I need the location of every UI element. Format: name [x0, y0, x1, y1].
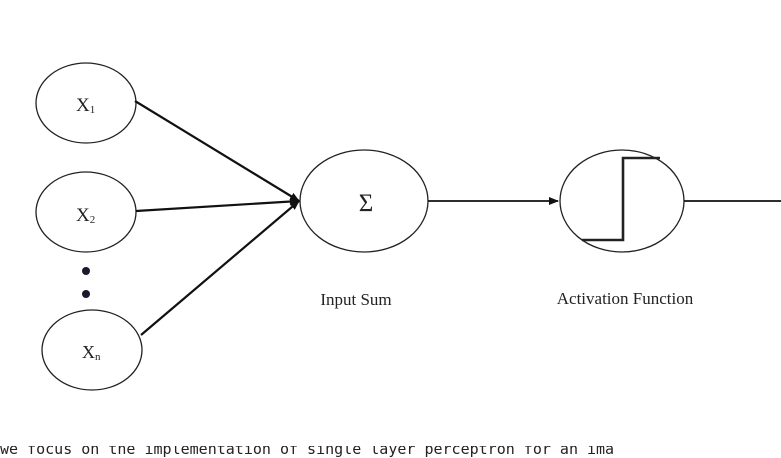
activation-label: Activation Function — [557, 289, 694, 308]
svg-text:X1: X1 — [76, 95, 95, 116]
input-node-x2: X2 — [35, 171, 137, 253]
input-xn-subscript: n — [95, 351, 101, 363]
sum-symbol: Σ — [359, 190, 374, 217]
sum-label: Input Sum — [320, 290, 391, 309]
activation-node — [559, 149, 685, 253]
input-node-xn: Xn — [41, 309, 143, 391]
input-x2-base: X — [76, 205, 90, 226]
sum-node: Σ — [299, 149, 429, 253]
svg-text:Xn: Xn — [82, 342, 101, 363]
ellipsis-dot-bottom — [82, 290, 90, 298]
input-x1-subscript: 1 — [90, 104, 96, 116]
edge-x1-to-sum — [134, 100, 300, 202]
input-xn-base: X — [82, 342, 95, 362]
svg-text:X2: X2 — [76, 205, 95, 226]
input-node-x1: X1 — [35, 62, 137, 144]
input-x2-subscript: 2 — [90, 214, 96, 226]
input-x1-base: X — [76, 95, 90, 116]
body-text-fragment: we focus on the implementation of single… — [0, 440, 615, 458]
step-function-icon — [582, 156, 660, 242]
ellipsis-dot-top — [82, 267, 90, 275]
edge-x2-to-sum — [135, 197, 300, 213]
edge-xn-to-sum — [140, 200, 300, 336]
